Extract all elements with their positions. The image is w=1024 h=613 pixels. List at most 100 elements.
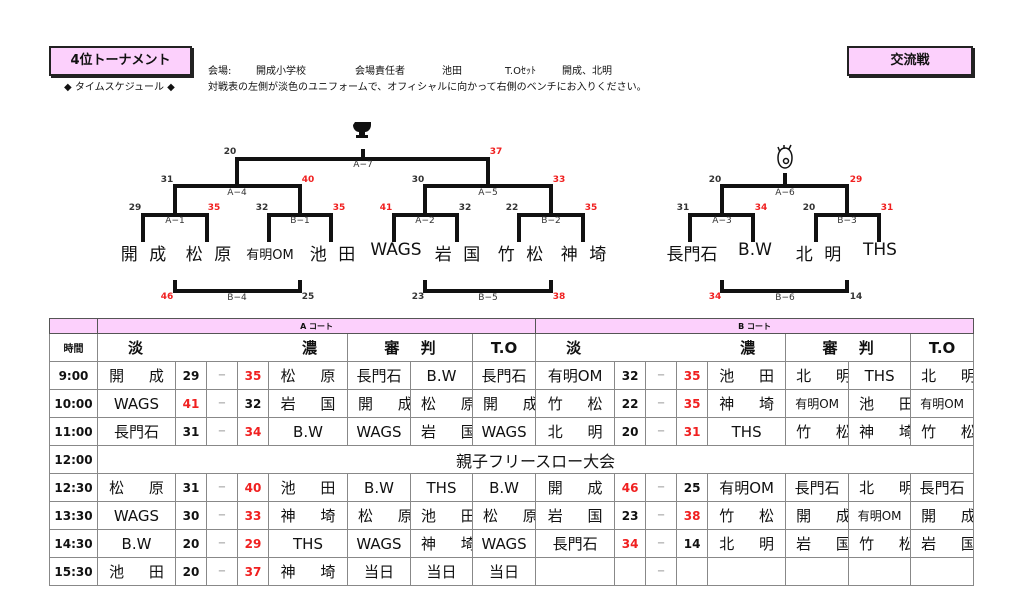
score: 31	[676, 203, 690, 213]
score-dark: 35	[676, 361, 709, 390]
court-b-header: B コート	[535, 318, 975, 334]
score: 40	[301, 175, 315, 185]
referee-1: 当日	[347, 557, 411, 586]
match-label: B−3	[837, 216, 857, 226]
referee-2: 池 田	[410, 501, 473, 530]
team-dark: 神 埼	[268, 557, 348, 586]
referee-1: 岩 国	[785, 529, 850, 558]
table-official: 開 成	[471, 389, 537, 418]
score-light	[614, 557, 647, 586]
score-dark: 33	[237, 501, 269, 530]
light-header: 淡	[535, 333, 646, 362]
referee-2: 北 明	[848, 473, 912, 502]
score: 20	[708, 175, 722, 185]
table-official: B.W	[471, 473, 537, 502]
referee-1: 開 成	[347, 389, 411, 418]
score-light: 46	[614, 473, 647, 502]
score: 25	[301, 292, 315, 302]
match-label: A−7	[353, 160, 373, 170]
score-dash: −	[645, 417, 678, 446]
score-dark: 32	[237, 389, 269, 418]
match-label: A−3	[712, 216, 732, 226]
score-light: 34	[614, 529, 647, 558]
score: 29	[128, 203, 142, 213]
team-light: B.W	[97, 529, 176, 558]
time-cell: 12:00	[49, 445, 98, 474]
bracket-team: 松 原	[185, 245, 235, 265]
score-light: 23	[614, 501, 647, 530]
court-corner	[49, 318, 98, 334]
to-teams: 開成、北明	[562, 66, 612, 77]
bracket-team: THS	[863, 240, 897, 260]
time-cell: 11:00	[49, 417, 98, 446]
score-dash: −	[206, 473, 238, 502]
referee-1: 長門石	[347, 361, 411, 390]
team-light	[535, 557, 616, 586]
referee-2	[848, 557, 912, 586]
score-light: 22	[614, 389, 647, 418]
score-dark: 35	[237, 361, 269, 390]
score: 35	[207, 203, 221, 213]
score-dark: 25	[676, 473, 709, 502]
team-light: 長門石	[535, 529, 616, 558]
instruction-note: 対戦表の左側が淡色のユニフォームで、オフィシャルに向かって右側のベンチにお入りく…	[208, 82, 647, 93]
time-cell: 14:30	[49, 529, 98, 558]
referee-2: 神 埼	[848, 417, 912, 446]
team-dark: 池 田	[268, 473, 348, 502]
score: 35	[584, 203, 598, 213]
score: 38	[552, 292, 566, 302]
team-light: 開 成	[97, 361, 176, 390]
match-label: B−4	[227, 293, 247, 303]
score-dash: −	[645, 389, 678, 418]
dark-header: 濃	[206, 333, 348, 362]
dark-header: 濃	[645, 333, 787, 362]
referee-1: 開 成	[785, 501, 850, 530]
venue-label: 会場:	[208, 66, 232, 77]
score-dark: 31	[676, 417, 709, 446]
time-cell: 15:30	[49, 557, 98, 586]
to-header: T.O	[471, 333, 537, 362]
score-dash: −	[645, 557, 678, 586]
bracket-team: 竹 松	[497, 245, 547, 265]
table-official: 当日	[471, 557, 537, 586]
team-light: WAGS	[97, 501, 176, 530]
score: 22	[505, 203, 519, 213]
team-light: WAGS	[97, 389, 176, 418]
bracket-team: B.W	[738, 240, 772, 260]
table-official: WAGS	[471, 529, 537, 558]
score: 37	[489, 147, 503, 157]
score-light: 20	[175, 529, 207, 558]
team-light: 長門石	[97, 417, 176, 446]
time-cell: 10:00	[49, 389, 98, 418]
referee-1: WAGS	[347, 417, 411, 446]
exchange-title: 交流戦	[847, 46, 973, 76]
tournament-title: 4位トーナメント	[49, 46, 192, 76]
score-dark: 34	[237, 417, 269, 446]
table-official: WAGS	[471, 417, 537, 446]
score-dash: −	[645, 529, 678, 558]
score: 23	[411, 292, 425, 302]
bracket-team: 岩 国	[434, 245, 484, 265]
venue: 開成小学校	[256, 66, 306, 77]
time-header: 時間	[49, 333, 98, 362]
referee-1: 北 明	[785, 361, 850, 390]
team-light: 松 原	[97, 473, 176, 502]
team-light: 岩 国	[535, 501, 616, 530]
referee-2: 岩 国	[410, 417, 473, 446]
score: 29	[849, 175, 863, 185]
team-dark: 北 明	[707, 529, 787, 558]
score-dash: −	[206, 361, 238, 390]
team-dark: 有明OM	[707, 473, 787, 502]
referee-2: THS	[410, 473, 473, 502]
time-cell: 9:00	[49, 361, 98, 390]
score: 41	[379, 203, 393, 213]
bracket-team: 有明OM	[246, 248, 294, 263]
match-label: A−4	[227, 188, 247, 198]
table-official	[910, 557, 975, 586]
